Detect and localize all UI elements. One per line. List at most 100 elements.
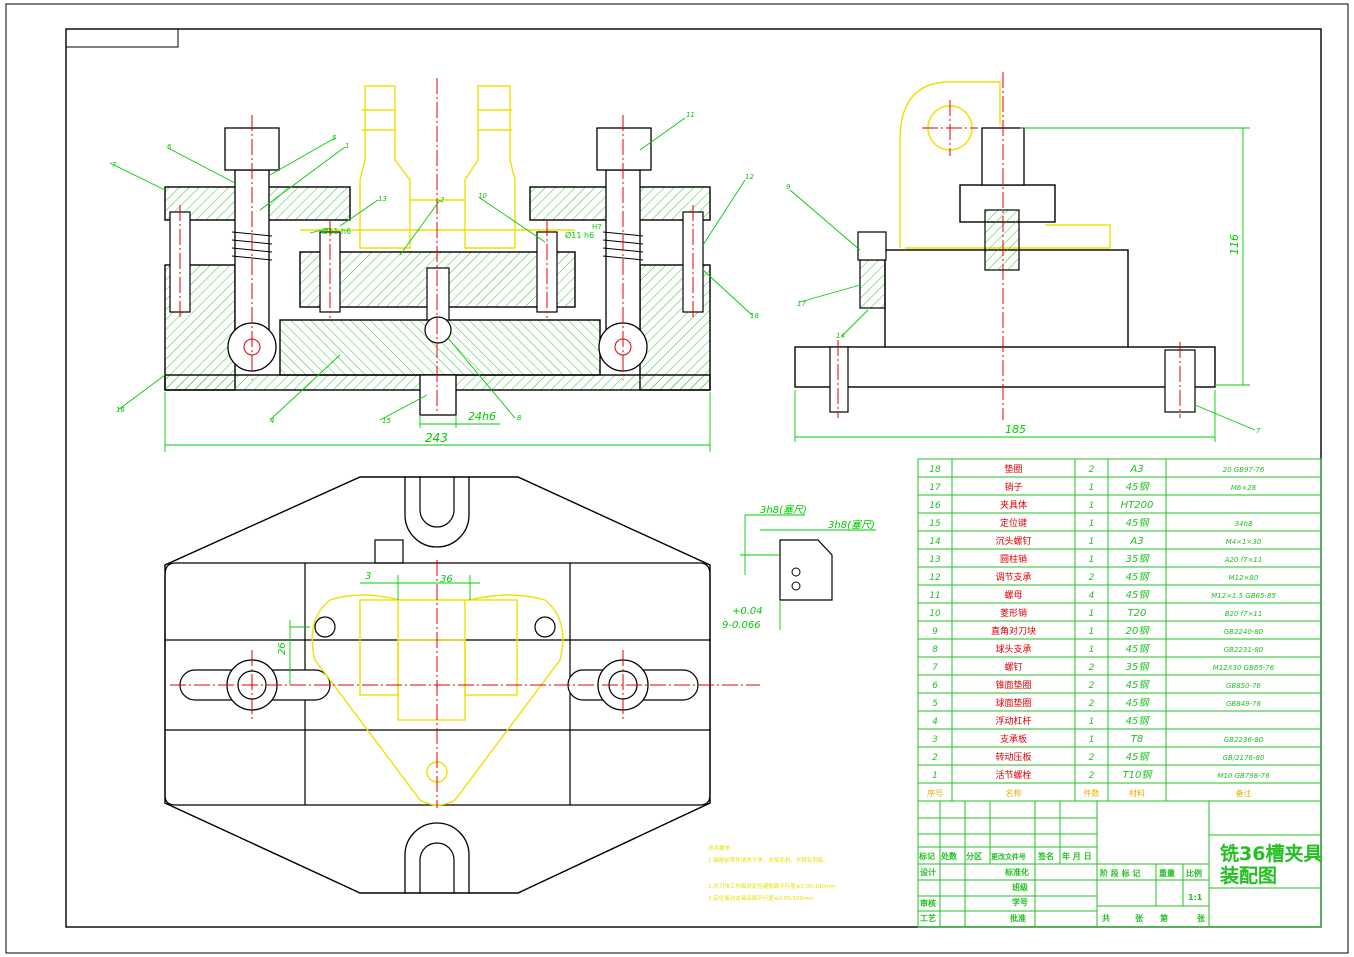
callout-14: 14 bbox=[836, 332, 845, 340]
bom-cell-qty: 1 bbox=[1089, 519, 1095, 529]
bom-cell-no: 9 bbox=[932, 627, 938, 637]
bom-cell-qty: 1 bbox=[1089, 501, 1095, 511]
rev-header-sign: 签名 bbox=[1037, 851, 1054, 861]
bom-cell-qty: 1 bbox=[1089, 555, 1095, 565]
bom-cell-no: 12 bbox=[929, 573, 941, 583]
drawing-title-line1: 铣36槽夹具 bbox=[1220, 842, 1322, 865]
bom-cell-qty: 2 bbox=[1089, 699, 1095, 709]
approval-standard: 标准化 bbox=[1004, 867, 1029, 877]
plan-centerlines bbox=[170, 560, 760, 808]
bom-cell-qty: 1 bbox=[1089, 537, 1095, 547]
bom-cell-qty: 2 bbox=[1089, 753, 1095, 763]
notes-title: 技术要求 bbox=[708, 844, 731, 852]
bom-cell-no: 10 bbox=[929, 609, 941, 619]
bom-cell-qty: 1 bbox=[1089, 483, 1095, 493]
bom-cell-mat: 45钢 bbox=[1126, 589, 1151, 601]
bom-cell-name: 浮动杠杆 bbox=[995, 715, 1031, 727]
dim-key-fit: 24h6 bbox=[468, 410, 496, 423]
bom-cell-note: GB/2176-80 bbox=[1223, 754, 1265, 762]
dim-front-width: 243 bbox=[425, 431, 448, 445]
bom-cell-qty: 2 bbox=[1089, 465, 1095, 475]
callout-4: 4 bbox=[270, 417, 274, 425]
callout-8: 8 bbox=[517, 414, 522, 422]
bom-cell-mat: 45钢 bbox=[1126, 643, 1151, 655]
side-dimensions bbox=[789, 127, 1256, 442]
bom-cell-mat: 35钢 bbox=[1126, 661, 1151, 673]
notes-line-3: 3.定位面对夹具底面平行度≤0.05/100mm bbox=[708, 894, 814, 902]
bom-cell-name: 沉头螺钉 bbox=[995, 536, 1031, 547]
drawing-title-line2: 装配图 bbox=[1219, 864, 1277, 887]
side-view: 9 17 14 7 185 116 bbox=[786, 72, 1261, 442]
sheet-no: 第 bbox=[1160, 913, 1168, 923]
approval-final: 批准 bbox=[1010, 913, 1026, 923]
callout-17: 17 bbox=[797, 300, 806, 308]
bom-cell-mat: 45钢 bbox=[1126, 751, 1151, 763]
notes-line-1: 1.装配前零件清洗干净，去除毛刺，不得有划痕。 bbox=[708, 856, 829, 864]
bom-cell-no: 3 bbox=[932, 735, 938, 745]
extra-id: 学号 bbox=[1012, 897, 1028, 907]
bom-cell-mat: A3 bbox=[1129, 536, 1143, 547]
bom-cell-name: 定位键 bbox=[1000, 517, 1027, 529]
bom-cell-name: 转动压板 bbox=[995, 751, 1031, 763]
rev-header-doc: 更改文件号 bbox=[991, 852, 1026, 861]
bom-cell-note: M12×80 bbox=[1229, 574, 1259, 582]
callout-9: 9 bbox=[786, 183, 791, 191]
rev-header-count: 处数 bbox=[940, 851, 958, 861]
bom-cell-mat: 45钢 bbox=[1126, 679, 1151, 691]
sheet-word-1: 张 bbox=[1135, 914, 1144, 923]
nut-right bbox=[596, 127, 652, 171]
plan-view: 36 3 26 bbox=[164, 476, 760, 894]
bom-cell-no: 5 bbox=[932, 699, 938, 709]
outer-border bbox=[5, 3, 1349, 954]
dim-pin-right: Ø11 h6 bbox=[565, 230, 594, 240]
role-process: 工艺 bbox=[920, 913, 936, 923]
front-callout-labels: 7 6 5 1 13 2 10 11 12 18 16 4 15 8 bbox=[112, 111, 759, 425]
dim-side-height: 116 bbox=[1228, 234, 1241, 255]
technical-notes: 技术要求 1.装配前零件清洗干净，去除毛刺，不得有划痕。 2.对刀块工作面对定位… bbox=[708, 844, 836, 902]
bom-cell-name: 销子 bbox=[1004, 481, 1022, 493]
plan-workpiece bbox=[311, 594, 564, 806]
dim-fit-frac: H7 bbox=[592, 223, 602, 231]
bom-cell-name: 球头支承 bbox=[995, 643, 1031, 655]
extra-class: 班级 bbox=[1012, 882, 1029, 892]
bom-cell-note: B20 f7×11 bbox=[1225, 610, 1263, 618]
bom-cell-name: 菱形销 bbox=[1000, 607, 1027, 619]
side-base bbox=[794, 346, 1216, 388]
bom-cell-mat: A3 bbox=[1129, 464, 1143, 475]
bom-cell-no: 15 bbox=[929, 519, 941, 529]
bom-cell-name: 垫圈 bbox=[1004, 463, 1022, 475]
bom-cell-name: 直角对刀块 bbox=[991, 625, 1036, 637]
bom-cell-note: GB2236-80 bbox=[1224, 736, 1264, 744]
bom-cell-mat: 20钢 bbox=[1126, 625, 1151, 637]
front-view: 7 6 5 1 13 2 10 11 12 18 16 4 15 8 243 2… bbox=[109, 78, 759, 452]
notes-line-2: 2.对刀块工作面对定位键侧面平行度≤0.05/100mm bbox=[708, 882, 836, 890]
bom-cell-no: 6 bbox=[932, 681, 938, 691]
callout-1: 1 bbox=[345, 142, 349, 150]
setter-dim-a: 3h8(塞尺) bbox=[760, 504, 807, 516]
bom-cell-note: M12×1.5 GB65-85 bbox=[1211, 592, 1276, 600]
front-dimensions bbox=[109, 117, 753, 452]
bom-cell-mat: 45钢 bbox=[1126, 697, 1151, 709]
bom-cell-mat: 45钢 bbox=[1126, 715, 1151, 727]
bom-cell-note: GB2231-80 bbox=[1224, 646, 1264, 654]
bom-cell-no: 14 bbox=[929, 537, 941, 547]
bom-cell-name: 圆柱销 bbox=[1000, 553, 1027, 565]
bom-cell-no: 2 bbox=[932, 753, 938, 763]
dim-plan-slot: 36 bbox=[440, 574, 453, 585]
stage-label: 阶 段 标 记 bbox=[1100, 868, 1140, 878]
ball-support bbox=[426, 267, 450, 321]
bom-header-cell: 序号 bbox=[927, 788, 943, 798]
callout-13: 13 bbox=[378, 195, 387, 203]
bom-cell-no: 7 bbox=[932, 663, 938, 673]
bom-cell-note: M6×28 bbox=[1231, 484, 1257, 492]
bom-cell-note: 34h8 bbox=[1235, 520, 1253, 528]
callout-18: 18 bbox=[750, 312, 759, 320]
bom-cell-qty: 4 bbox=[1089, 591, 1095, 601]
